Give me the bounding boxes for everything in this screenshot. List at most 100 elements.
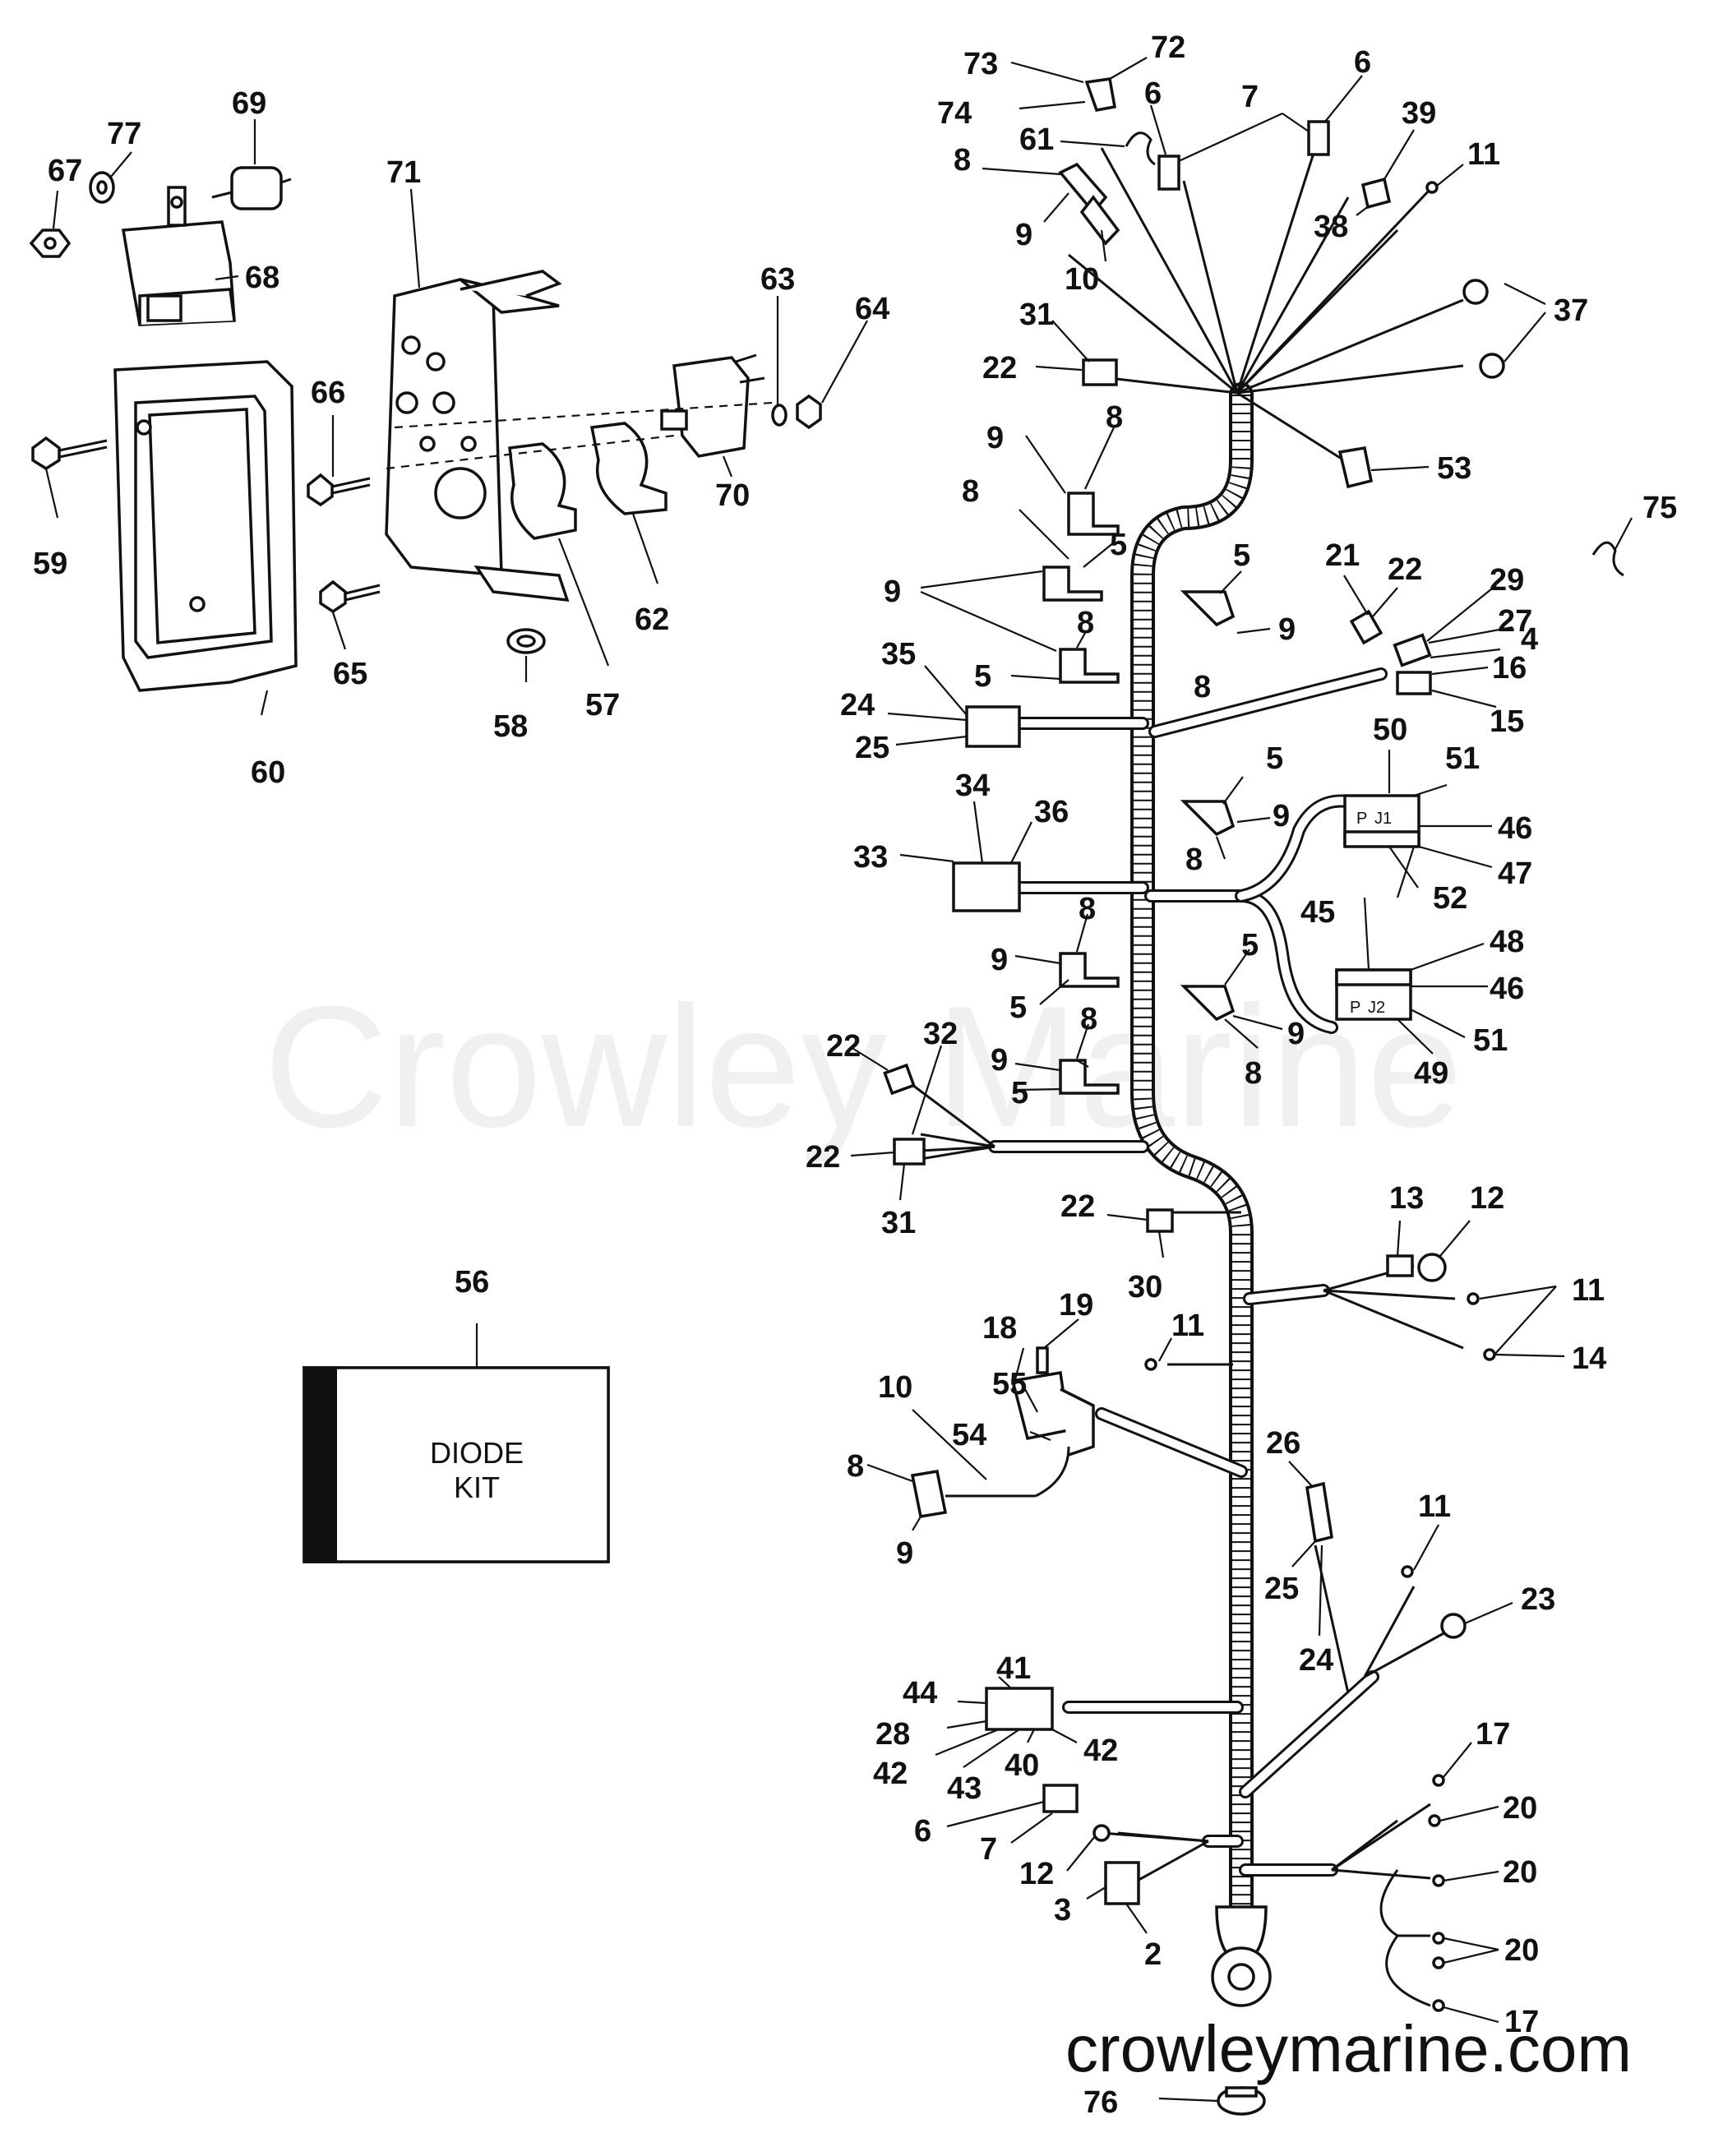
callout-68: 68	[245, 261, 279, 295]
callout-73: 73	[963, 47, 998, 81]
callout-11b: 11	[1171, 1309, 1204, 1343]
callout-9d: 9	[1278, 612, 1296, 647]
connector-7-lower	[1042, 1784, 1079, 1813]
callout-8e: 8	[1194, 670, 1211, 704]
callout-21: 21	[1325, 538, 1360, 573]
callout-46a: 46	[1498, 811, 1532, 846]
clamp-62	[589, 422, 667, 515]
connector-29	[1393, 633, 1432, 667]
callout-13: 13	[1389, 1181, 1424, 1216]
callout-45: 45	[1300, 895, 1335, 930]
callout-7b: 7	[980, 1832, 997, 1867]
screw-59	[31, 436, 108, 471]
connector-53	[1337, 446, 1374, 489]
callout-6c: 6	[914, 1814, 931, 1849]
callout-11d: 11	[1418, 1489, 1451, 1524]
screw-66	[307, 473, 371, 507]
callout-70: 70	[715, 478, 750, 513]
clamp-76	[1217, 2086, 1266, 2116]
top-wire-fan	[1068, 147, 1464, 462]
callout-66: 66	[311, 376, 345, 410]
callout-24b: 24	[1299, 1643, 1333, 1678]
callout-3: 3	[1054, 1893, 1071, 1927]
module-j2-mark: J2	[1368, 999, 1385, 1017]
callout-26: 26	[1266, 1426, 1300, 1461]
callout-22b: 22	[1388, 552, 1422, 587]
callout-58: 58	[493, 709, 528, 744]
callout-8f: 8	[1185, 843, 1203, 877]
callout-9i: 9	[896, 1536, 913, 1571]
clip-61	[1125, 132, 1156, 166]
relay-assembly	[29, 166, 298, 692]
callout-5c: 5	[974, 659, 991, 694]
connector-33	[952, 861, 1021, 912]
harness-plug-bottom	[1211, 1905, 1272, 2007]
switch-70	[660, 353, 765, 458]
callout-8h: 8	[1080, 1002, 1097, 1036]
relay-cover-60	[113, 360, 298, 692]
callout-16: 16	[1492, 651, 1527, 686]
callout-5e: 5	[1241, 928, 1259, 963]
callout-30: 30	[1128, 1270, 1162, 1304]
module-j1: P J1	[1343, 794, 1420, 848]
callout-8b: 8	[1106, 400, 1123, 435]
callout-36: 36	[1034, 795, 1069, 829]
callout-43: 43	[947, 1771, 982, 1806]
callout-20b: 20	[1503, 1855, 1537, 1890]
callout-9f: 9	[991, 943, 1008, 977]
callout-25b: 25	[1264, 1572, 1299, 1606]
callout-32: 32	[923, 1017, 958, 1051]
callout-12b: 12	[1019, 1857, 1054, 1891]
solenoid-69	[211, 166, 292, 210]
callout-8d: 8	[1077, 606, 1094, 640]
diode-kit-line2: KIT	[454, 1470, 500, 1504]
callout-50: 50	[1373, 713, 1407, 747]
connector-7-right	[1307, 120, 1330, 156]
callout-5b: 5	[1233, 538, 1250, 573]
callout-19: 19	[1059, 1288, 1093, 1323]
callout-61: 61	[1019, 122, 1054, 157]
callout-9g: 9	[1287, 1017, 1305, 1051]
callout-27: 27	[1498, 604, 1532, 639]
callout-62: 62	[635, 602, 669, 637]
diode-kit-line1: DIODE	[430, 1436, 524, 1470]
callout-20a: 20	[1503, 1791, 1537, 1826]
callout-9c: 9	[884, 575, 901, 609]
footer-site-url: crowleymarine.com	[1065, 2012, 1632, 2085]
connector-22-right	[1349, 609, 1383, 645]
callout-42a: 42	[873, 1757, 908, 1791]
connector-15	[1396, 671, 1432, 695]
callout-49: 49	[1414, 1056, 1448, 1091]
callout-8a: 8	[954, 143, 971, 178]
callout-25a: 25	[855, 731, 889, 765]
clip-75	[1591, 541, 1624, 577]
callout-22e: 22	[1060, 1189, 1095, 1224]
diode-kit-box: DIODE KIT	[302, 1366, 610, 1563]
callout-77: 77	[107, 117, 141, 151]
callout-34: 34	[955, 769, 990, 803]
callout-8j: 8	[847, 1449, 864, 1484]
callout-39: 39	[1402, 96, 1436, 131]
callout-5a: 5	[1110, 528, 1127, 562]
callout-22d: 22	[806, 1140, 840, 1175]
callout-57: 57	[585, 688, 620, 723]
callout-9e: 9	[1273, 799, 1290, 833]
callout-9b: 9	[986, 421, 1004, 455]
callout-41: 41	[996, 1651, 1031, 1686]
callout-37: 37	[1554, 293, 1588, 328]
callout-10b: 10	[878, 1370, 912, 1405]
callout-35: 35	[881, 637, 916, 672]
callout-31a: 31	[1019, 298, 1054, 332]
callout-47: 47	[1498, 856, 1532, 891]
callout-15: 15	[1490, 704, 1524, 739]
right-wire-runs	[1101, 1211, 1464, 2007]
module-j1-mark-p: P	[1356, 810, 1367, 828]
terminal-11-top	[1425, 181, 1439, 194]
callout-11c: 11	[1572, 1273, 1605, 1308]
callout-59: 59	[33, 547, 67, 581]
boot-9-lower	[910, 1469, 948, 1519]
callout-10a: 10	[1065, 262, 1099, 297]
harness-branches	[988, 667, 1388, 1877]
callout-48: 48	[1490, 925, 1524, 959]
